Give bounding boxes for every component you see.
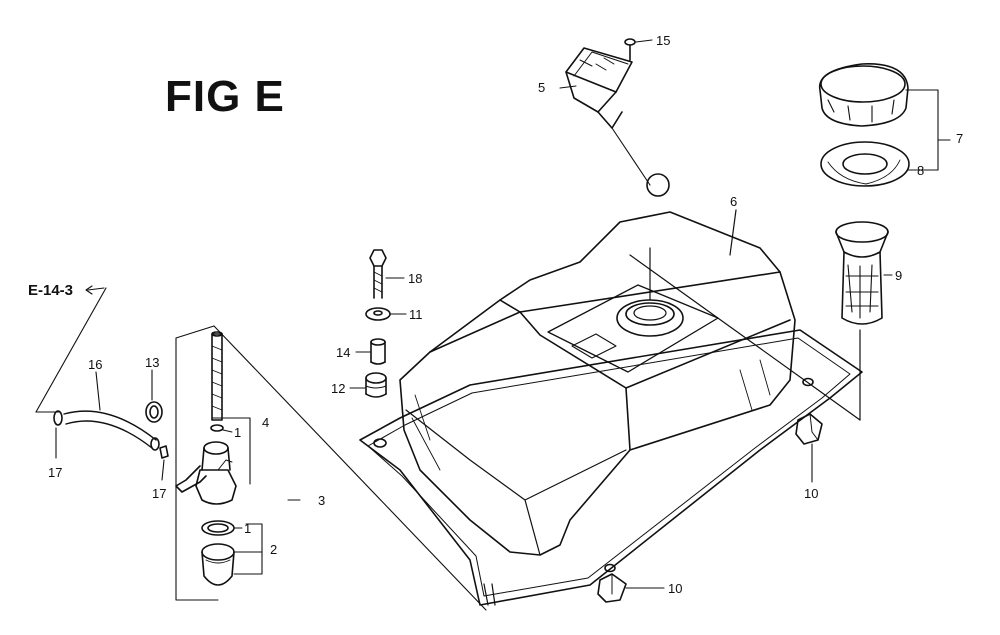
callout-1-lower: 1 (244, 521, 252, 536)
fuel-gauge (559, 47, 670, 197)
fuel-tube (63, 371, 160, 451)
screw-15 (624, 38, 653, 61)
tube-clip-17-right (159, 445, 169, 481)
callout-4: 4 (262, 415, 270, 430)
callout-15: 15 (656, 33, 671, 48)
tank-grommet-lower (597, 573, 665, 603)
callout-11: 11 (409, 307, 423, 322)
fuel-tank (359, 211, 863, 606)
tank-grommet-upper (795, 413, 823, 483)
fuel-strainer (835, 221, 893, 325)
callout-5: 5 (538, 80, 546, 95)
washer-11 (365, 307, 407, 321)
tube-clip-13 (145, 369, 163, 423)
callout-7: 7 (956, 131, 964, 146)
figure-title: FIG E (165, 72, 285, 121)
callout-17-right: 17 (152, 486, 167, 501)
tube-clip-17-left (53, 410, 63, 459)
callout-14: 14 (336, 345, 351, 360)
callout-2: 2 (270, 542, 278, 557)
callout-6: 6 (730, 194, 738, 209)
callout-10-right: 10 (804, 486, 819, 501)
reference-label: E-14-3 (28, 282, 74, 299)
callout-17-left: 17 (48, 465, 63, 480)
callout-12: 12 (331, 381, 346, 396)
collar-14 (355, 338, 386, 365)
callout-3: 3 (318, 493, 326, 508)
callout-1-upper: 1 (234, 425, 242, 440)
callout-16: 16 (88, 357, 103, 372)
callout-9: 9 (895, 268, 903, 283)
cap-gasket (820, 141, 939, 187)
cushion-12 (349, 372, 387, 398)
callout-18: 18 (408, 271, 423, 286)
callout-13: 13 (145, 355, 160, 370)
fuel-cock-assembly (175, 325, 487, 611)
bolt-18 (369, 249, 405, 299)
callout-10-bottom: 10 (668, 581, 683, 596)
callout-8: 8 (917, 163, 925, 178)
fuel-cap (818, 63, 939, 171)
